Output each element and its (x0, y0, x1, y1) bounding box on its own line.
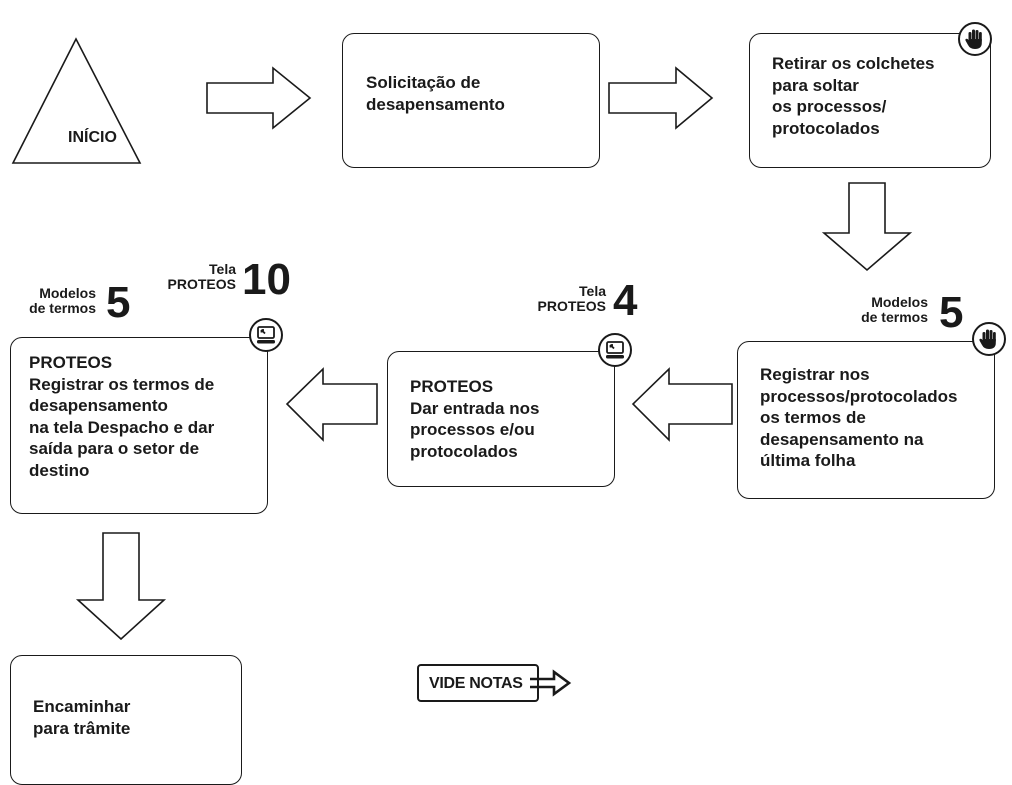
step-retirar-box[interactable] (749, 33, 991, 168)
tela-number-middle: 4 (613, 276, 638, 325)
computer-icon (257, 326, 275, 344)
arrow-right-icon (530, 669, 572, 697)
step-retirar-text: Retirar os colchetes para soltar os proc… (772, 54, 935, 138)
arrow-right-1 (206, 66, 312, 130)
modelos-label-right: Modelos de termos (861, 294, 928, 325)
step-encaminhar-box[interactable] (10, 655, 242, 785)
step-solicitacao-box[interactable] (342, 33, 600, 168)
step-registrar-box[interactable] (737, 341, 995, 499)
start-triangle (11, 37, 142, 164)
arrow-left-2 (285, 367, 378, 442)
manual-step-badge (958, 22, 992, 56)
hand-icon (965, 29, 982, 49)
step-dar-entrada-box[interactable] (387, 351, 615, 487)
step-dar-entrada-text: PROTEOS Dar entrada nos processos e/ou p… (410, 377, 540, 461)
modelos-number-left: 5 (106, 278, 131, 327)
step-solicitacao-text: Solicitação de desapensamento (366, 73, 505, 114)
arrow-down-2 (75, 532, 167, 641)
computer-icon (606, 341, 624, 359)
tela-label-left: Tela PROTEOS (167, 261, 236, 292)
vide-notas-label: VIDE NOTAS (429, 675, 523, 692)
step-registrar-termos-box[interactable] (10, 337, 268, 514)
system-step-badge (598, 333, 632, 367)
vide-notas-button[interactable]: VIDE NOTAS (417, 664, 539, 702)
tela-label-middle: Tela PROTEOS (537, 283, 606, 314)
arrow-left-1 (631, 367, 733, 442)
modelos-label-left: Modelos de termos (29, 285, 96, 316)
arrow-right-2 (608, 66, 714, 130)
start-label: INÍCIO (68, 129, 117, 146)
hand-icon (979, 329, 996, 349)
step-encaminhar-text: Encaminhar para trâmite (33, 697, 131, 738)
step-registrar-termos-text: PROTEOS Registrar os termos de desapensa… (29, 353, 215, 480)
tela-number-left: 10 (242, 255, 291, 304)
manual-step-badge-2 (972, 322, 1006, 356)
system-step-badge-2 (249, 318, 283, 352)
step-registrar-text: Registrar nos processos/protocolados os … (760, 365, 958, 470)
arrow-down-1 (821, 182, 913, 272)
modelos-number-right: 5 (939, 288, 964, 337)
